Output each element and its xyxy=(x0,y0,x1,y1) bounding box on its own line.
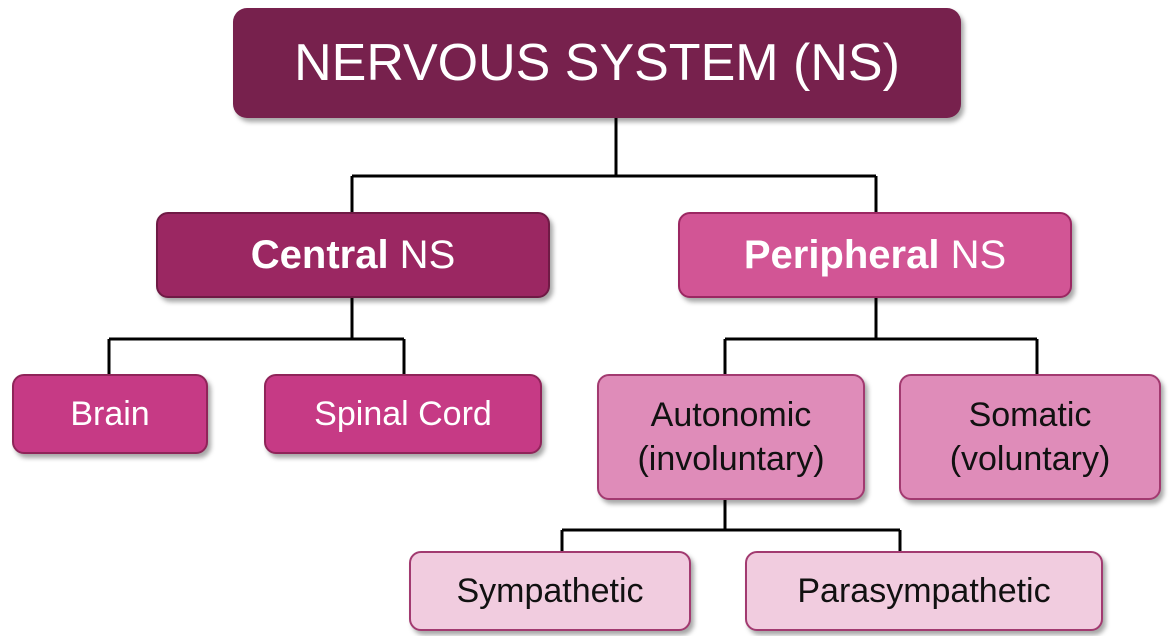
node-central-ns-label: Central NS xyxy=(251,233,456,278)
node-autonomic-label-line2: (involuntary) xyxy=(637,440,825,478)
node-somatic: Somatic (voluntary) xyxy=(899,374,1161,500)
node-nervous-system: NERVOUS SYSTEM (NS) xyxy=(233,8,961,118)
node-central-ns: Central NS xyxy=(156,212,550,298)
node-somatic-label-line2: (voluntary) xyxy=(949,440,1111,478)
node-parasympathetic: Parasympathetic xyxy=(745,551,1103,631)
node-central-ns-label-rest: NS xyxy=(388,232,456,277)
node-autonomic: Autonomic (involuntary) xyxy=(597,374,865,500)
node-peripheral-ns-label: Peripheral NS xyxy=(744,233,1006,278)
node-peripheral-ns-label-bold: Peripheral xyxy=(743,232,940,277)
node-sympathetic-label: Sympathetic xyxy=(456,571,644,610)
node-spinal-cord: Spinal Cord xyxy=(264,374,542,454)
node-nervous-system-label: NERVOUS SYSTEM (NS) xyxy=(294,34,900,92)
node-spinal-cord-label: Spinal Cord xyxy=(314,394,492,433)
node-somatic-label-line1: Somatic xyxy=(968,396,1092,434)
node-central-ns-label-bold: Central xyxy=(250,232,389,277)
node-autonomic-label-line1: Autonomic xyxy=(650,396,812,434)
node-parasympathetic-label: Parasympathetic xyxy=(797,571,1051,610)
node-brain-label: Brain xyxy=(70,394,150,433)
node-sympathetic: Sympathetic xyxy=(409,551,691,631)
node-brain: Brain xyxy=(12,374,208,454)
node-peripheral-ns: Peripheral NS xyxy=(678,212,1072,298)
node-peripheral-ns-label-rest: NS xyxy=(939,232,1007,277)
